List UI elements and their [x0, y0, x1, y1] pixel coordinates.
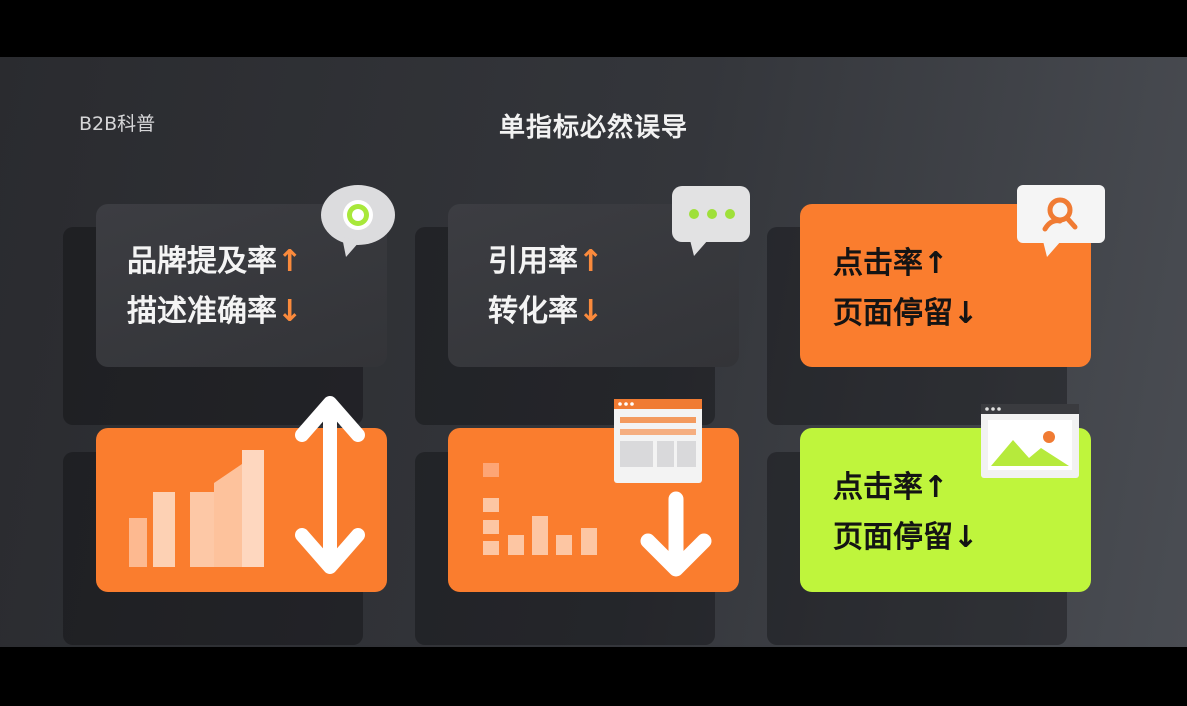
arrow-up-icon: ↑ — [923, 470, 949, 505]
bar-chart-icon — [483, 463, 597, 555]
metric-text: 点击率↑ 页面停留↓ — [833, 246, 979, 331]
chat-dots-icon — [672, 186, 750, 256]
arrow-down-icon — [640, 491, 712, 577]
arrow-up-icon: ↑ — [923, 246, 949, 281]
bar-chart-icon — [129, 450, 264, 567]
arrow-down-icon: ↓ — [953, 520, 979, 555]
arrow-up-icon: ↑ — [277, 244, 303, 279]
metric-text: 品牌提及率↑ 描述准确率↓ — [127, 244, 303, 329]
image-icon — [981, 404, 1079, 478]
arrow-down-icon: ↓ — [953, 296, 979, 331]
metric-text: 引用率↑ 转化率↓ — [488, 244, 604, 329]
slide: B2B科普 单指标必然误导 品牌提及率↑ 描述准确率↓ — [0, 57, 1187, 647]
user-search-icon — [1017, 185, 1105, 257]
page-title: 单指标必然误导 — [498, 113, 688, 143]
double-arrow-icon — [295, 396, 365, 574]
arrow-up-icon: ↑ — [578, 244, 604, 279]
browser-window-icon — [614, 399, 702, 483]
arrow-down-icon: ↓ — [578, 294, 604, 329]
brand-label: B2B科普 — [79, 113, 156, 135]
metric-text: 点击率↑ 页面停留↓ — [833, 470, 979, 555]
arrow-down-icon: ↓ — [277, 294, 303, 329]
